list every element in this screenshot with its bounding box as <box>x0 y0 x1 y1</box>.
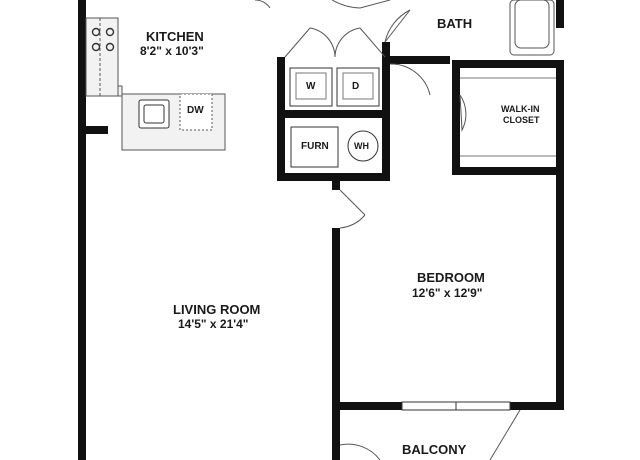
stove-icon <box>91 27 115 52</box>
dishwasher-label: DW <box>187 105 204 116</box>
bathtub-inner <box>514 0 550 49</box>
dryer-icon <box>336 67 380 107</box>
balcony-label: BALCONY <box>402 442 467 457</box>
closet-door-arc <box>459 94 467 132</box>
closet-left-wall <box>452 60 460 175</box>
bedroom-label: BEDROOM <box>417 270 485 285</box>
washer-label: W <box>306 81 316 92</box>
mech-closet-bottom-wall <box>277 173 389 181</box>
living-room-dimensions: 14'5" x 21'4" <box>178 317 249 331</box>
bath-door <box>384 9 411 43</box>
washer-inner <box>295 72 327 100</box>
bedroom-left-wall-lower <box>332 228 340 460</box>
closet-bottom-wall <box>452 167 564 175</box>
door-arc-top-left <box>254 0 271 9</box>
right-bath-wall <box>556 0 564 28</box>
closet-top-wall <box>452 60 564 68</box>
furnace-label: FURN <box>301 141 329 152</box>
sink-icon <box>138 99 170 129</box>
dryer-inner <box>342 72 374 100</box>
walk-in-closet-label-2: CLOSET <box>503 115 540 125</box>
bath-label: BATH <box>437 16 473 31</box>
closet-entry-arc <box>389 63 431 96</box>
balcony-top-wall-right <box>510 402 564 410</box>
laundry-doors <box>284 27 386 58</box>
bedroom-left-wall <box>332 180 340 190</box>
water-heater-label: WH <box>354 141 369 151</box>
laundry-closet-wall <box>277 57 285 117</box>
left-exterior-wall <box>78 0 86 460</box>
mech-closet-right-wall <box>382 64 390 181</box>
furnace-icon <box>290 126 339 168</box>
bedroom-door <box>339 189 366 229</box>
bedroom-dimensions: 12'6" x 12'9" <box>412 286 483 300</box>
balcony-top-wall-left <box>332 402 402 410</box>
dishwasher-icon <box>179 93 213 131</box>
walk-in-closet-label-1: WALK-IN <box>501 104 540 114</box>
water-heater-icon <box>347 130 379 162</box>
living-room-label: LIVING ROOM <box>173 302 261 317</box>
balcony-door-arc <box>339 443 381 460</box>
kitchen-label: KITCHEN <box>146 29 204 44</box>
balcony-door-arc-right <box>489 409 521 460</box>
left-wall-notch <box>78 126 108 134</box>
laundry-divider <box>277 110 389 118</box>
kitchen-dimensions: 8'2" x 10'3" <box>140 44 204 58</box>
bath-left-wall <box>382 42 390 62</box>
door-arc-bath <box>384 9 411 43</box>
bath-bottom-wall <box>382 56 450 64</box>
door-arc-kitchen <box>331 0 391 9</box>
washer-icon <box>289 67 333 107</box>
right-exterior-wall <box>556 60 564 405</box>
kitchen-counter-top <box>85 17 119 97</box>
dryer-label: D <box>352 81 360 92</box>
mech-closet-left-wall <box>277 118 285 180</box>
